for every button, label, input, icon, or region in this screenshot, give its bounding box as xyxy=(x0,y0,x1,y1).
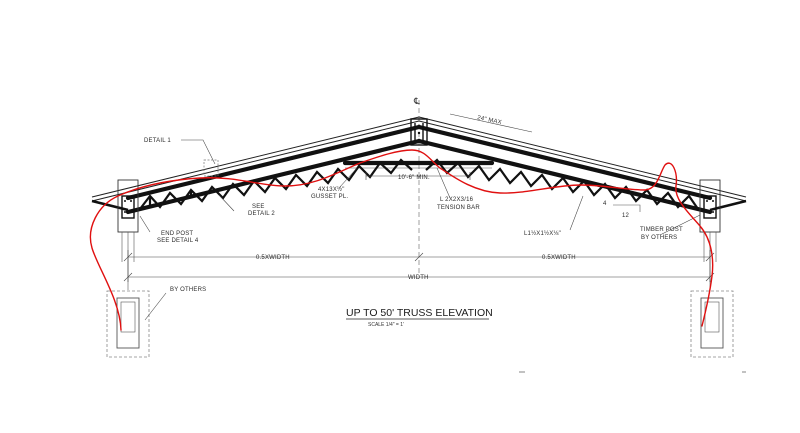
leader-lines xyxy=(139,139,701,321)
gusset-label-line1: 4X13X½" xyxy=(318,186,345,193)
detail-1-cloud xyxy=(203,159,219,177)
half-width-right-label: 0.5XWIDTH xyxy=(542,255,576,261)
tension-bar-label-line1: L 2X2X3/16 xyxy=(440,197,474,203)
min-length-label: 10'-6" MIN. xyxy=(398,175,430,181)
slope-indicator xyxy=(613,204,641,212)
web-members-right xyxy=(425,158,699,210)
half-width-left-label: 0.5XWIDTH xyxy=(256,255,290,261)
red-markup-curve xyxy=(89,149,714,331)
tension-bar-label-line2: TENSION BAR xyxy=(437,205,480,211)
centerline-mark: ℄ xyxy=(413,97,420,107)
see-detail-2-line2: DETAIL 2 xyxy=(248,211,275,217)
gusset-label-line2: GUSSET PL. xyxy=(311,194,348,200)
left-footing xyxy=(106,290,150,358)
slope-rise: 4 xyxy=(603,201,607,207)
ridge-connection xyxy=(410,118,428,146)
web-members-left xyxy=(139,158,413,210)
drawing-scale: SCALE 1/4" = 1' xyxy=(368,322,404,328)
by-others-label: BY OTHERS xyxy=(170,287,206,293)
drawing-title: UP TO 50' TRUSS ELEVATION xyxy=(346,307,493,319)
roof-deck-lines xyxy=(91,116,747,202)
see-detail-2-line1: SEE xyxy=(252,204,265,210)
slope-run: 12 xyxy=(622,213,630,219)
spacing-label: 24" MAX xyxy=(477,115,503,126)
width-label: WIDTH xyxy=(408,275,429,281)
angle-label: L1½X1½X⅛" xyxy=(524,230,561,237)
end-post-label-line2: SEE DETAIL 4 xyxy=(157,238,199,244)
tension-bar xyxy=(342,160,495,169)
detail-1-label: DETAIL 1 xyxy=(144,138,171,144)
end-post-label-line1: END POST xyxy=(161,231,193,237)
timber-post-label-line2: BY OTHERS xyxy=(641,235,677,241)
timber-post-label-line1: TIMBER POST xyxy=(640,227,683,233)
right-footing xyxy=(690,290,734,358)
